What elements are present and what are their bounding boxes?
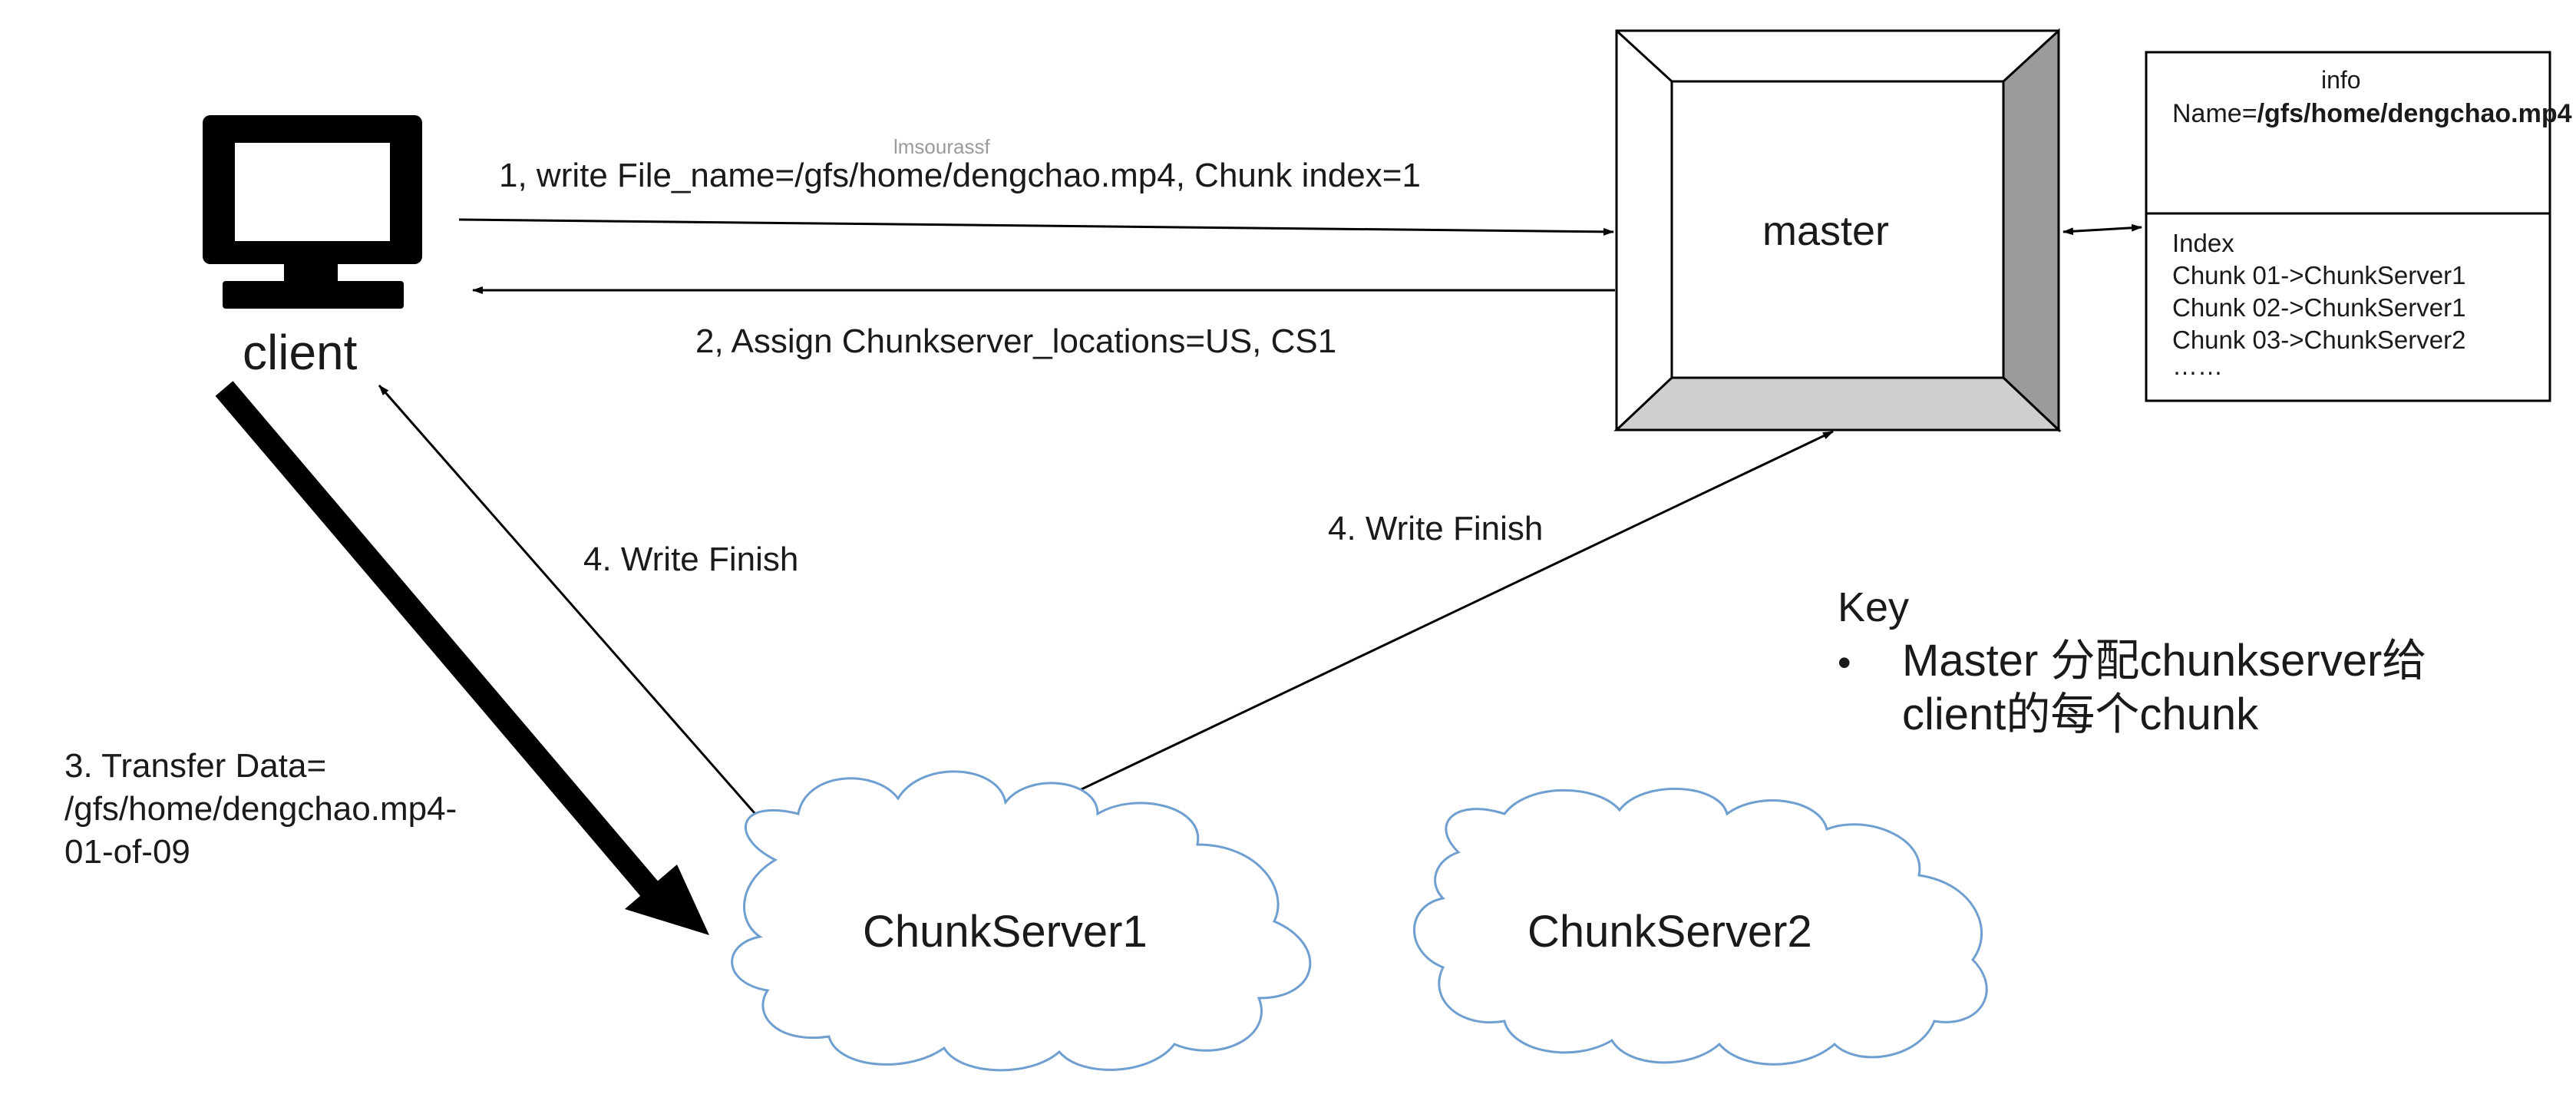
index-row: Chunk 02->ChunkServer1: [2172, 293, 2466, 322]
arrow-write-request: [458, 218, 1614, 236]
cloud-chunkserver2: [1413, 788, 1988, 1066]
info-name: Name=/gfs/home/dengchao.mp4: [2172, 98, 2572, 129]
key-title: Key: [1838, 584, 1910, 630]
arrow-write-finish-master: [1035, 430, 1834, 812]
index-row: Chunk 01->ChunkServer1: [2172, 261, 2466, 289]
write-request-label: 1, write File_name=/gfs/home/dengchao.mp…: [499, 157, 1421, 194]
info-box: [2145, 51, 2551, 402]
key-bullet: •: [1838, 641, 1851, 684]
cloud-chunkserver1: [731, 770, 1312, 1072]
master-label: master: [1762, 208, 1890, 254]
arrow-write-finish-client: [378, 385, 778, 839]
master-node: [1613, 28, 2062, 433]
key-text: Master 分配chunkserver给client的每个chunk: [1902, 636, 2427, 739]
write-finish-client-label: 4. Write Finish: [583, 541, 799, 578]
write-finish-master-label: 4. Write Finish: [1328, 510, 1544, 547]
index-row: Chunk 03->ChunkServer2: [2172, 326, 2466, 354]
assign-label: 2, Assign Chunkserver_locations=US, CS1: [695, 322, 1337, 360]
client-label: client: [243, 325, 358, 380]
chunkserver1-label: ChunkServer1: [863, 907, 1148, 957]
index-row: ……: [2172, 352, 2223, 380]
chunkserver2-label: ChunkServer2: [1527, 907, 1812, 957]
master-info-link: [2062, 223, 2142, 236]
info-title: info: [2321, 66, 2361, 94]
arrow-transfer-data: [215, 381, 709, 935]
transfer-data-label: 3. Transfer Data= /gfs/home/dengchao.mp4…: [64, 747, 457, 871]
monitor-icon: [203, 115, 422, 309]
watermark-text: lmsourassf: [893, 135, 990, 158]
index-title: Index: [2172, 229, 2234, 257]
info-name-value: /gfs/home/dengchao.mp4: [2257, 99, 2572, 128]
info-name-prefix: Name=: [2172, 99, 2257, 128]
